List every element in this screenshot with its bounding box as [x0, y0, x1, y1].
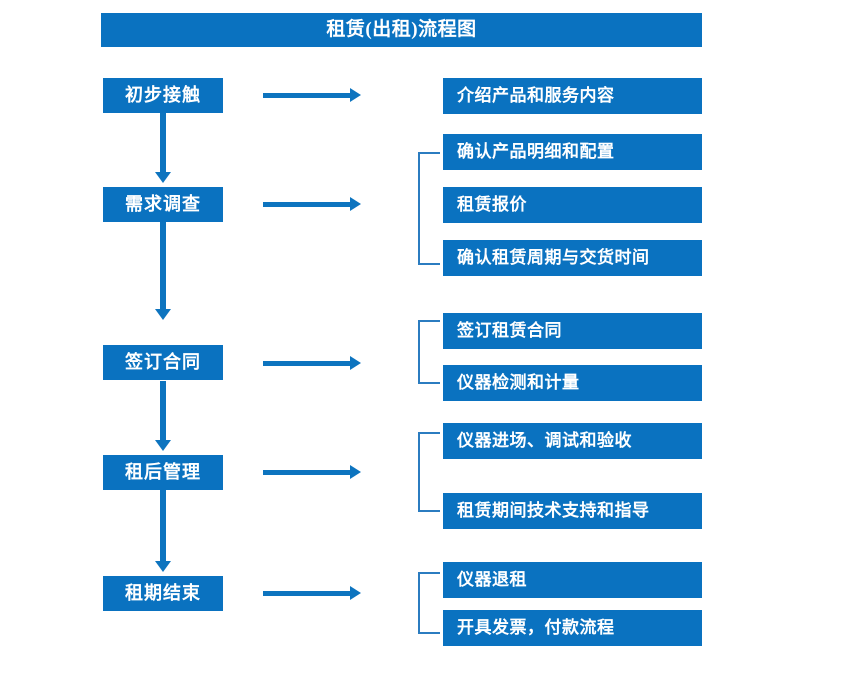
group-bracket-demand-survey — [418, 152, 440, 265]
group-bracket-lease-end — [418, 572, 440, 634]
detail-box-instrument-entry-commissioning-acceptance[interactable]: 仪器进场、调试和验收 — [443, 423, 702, 459]
horizontal-arrow-stage1 — [263, 88, 361, 102]
horizontal-arrow-stage3 — [263, 356, 361, 370]
horizontal-arrow-stage5 — [263, 586, 361, 600]
stage-box-post-lease-management[interactable]: 租后管理 — [103, 455, 223, 490]
detail-box-introduce-products-services[interactable]: 介绍产品和服务内容 — [443, 78, 702, 114]
diagram-title: 租赁(出租)流程图 — [101, 13, 702, 47]
horizontal-arrow-stage4 — [263, 465, 361, 479]
group-bracket-sign-contract — [418, 320, 440, 384]
vertical-arrow-stage4-to-stage5 — [155, 490, 171, 572]
detail-box-sign-lease-agreement[interactable]: 签订租赁合同 — [443, 313, 702, 349]
stage-box-lease-end[interactable]: 租期结束 — [103, 576, 223, 611]
detail-box-lease-quotation[interactable]: 租赁报价 — [443, 187, 702, 223]
detail-box-invoice-payment-process[interactable]: 开具发票，付款流程 — [443, 610, 702, 646]
stage-box-sign-contract[interactable]: 签订合同 — [103, 345, 223, 380]
vertical-arrow-stage2-to-stage3 — [155, 222, 171, 320]
stage-box-initial-contact[interactable]: 初步接触 — [103, 78, 223, 113]
detail-box-instrument-inspection-metering[interactable]: 仪器检测和计量 — [443, 365, 702, 401]
detail-box-instrument-return[interactable]: 仪器退租 — [443, 562, 702, 598]
vertical-arrow-stage1-to-stage2 — [155, 113, 171, 183]
horizontal-arrow-stage2 — [263, 197, 361, 211]
detail-box-confirm-lease-period-delivery[interactable]: 确认租赁周期与交货时间 — [443, 240, 702, 276]
vertical-arrow-stage3-to-stage4 — [155, 381, 171, 451]
stage-box-demand-survey[interactable]: 需求调查 — [103, 187, 223, 222]
detail-box-technical-support-during-lease[interactable]: 租赁期间技术支持和指导 — [443, 493, 702, 529]
group-bracket-post-lease-management — [418, 432, 440, 512]
detail-box-confirm-product-spec[interactable]: 确认产品明细和配置 — [443, 134, 702, 170]
